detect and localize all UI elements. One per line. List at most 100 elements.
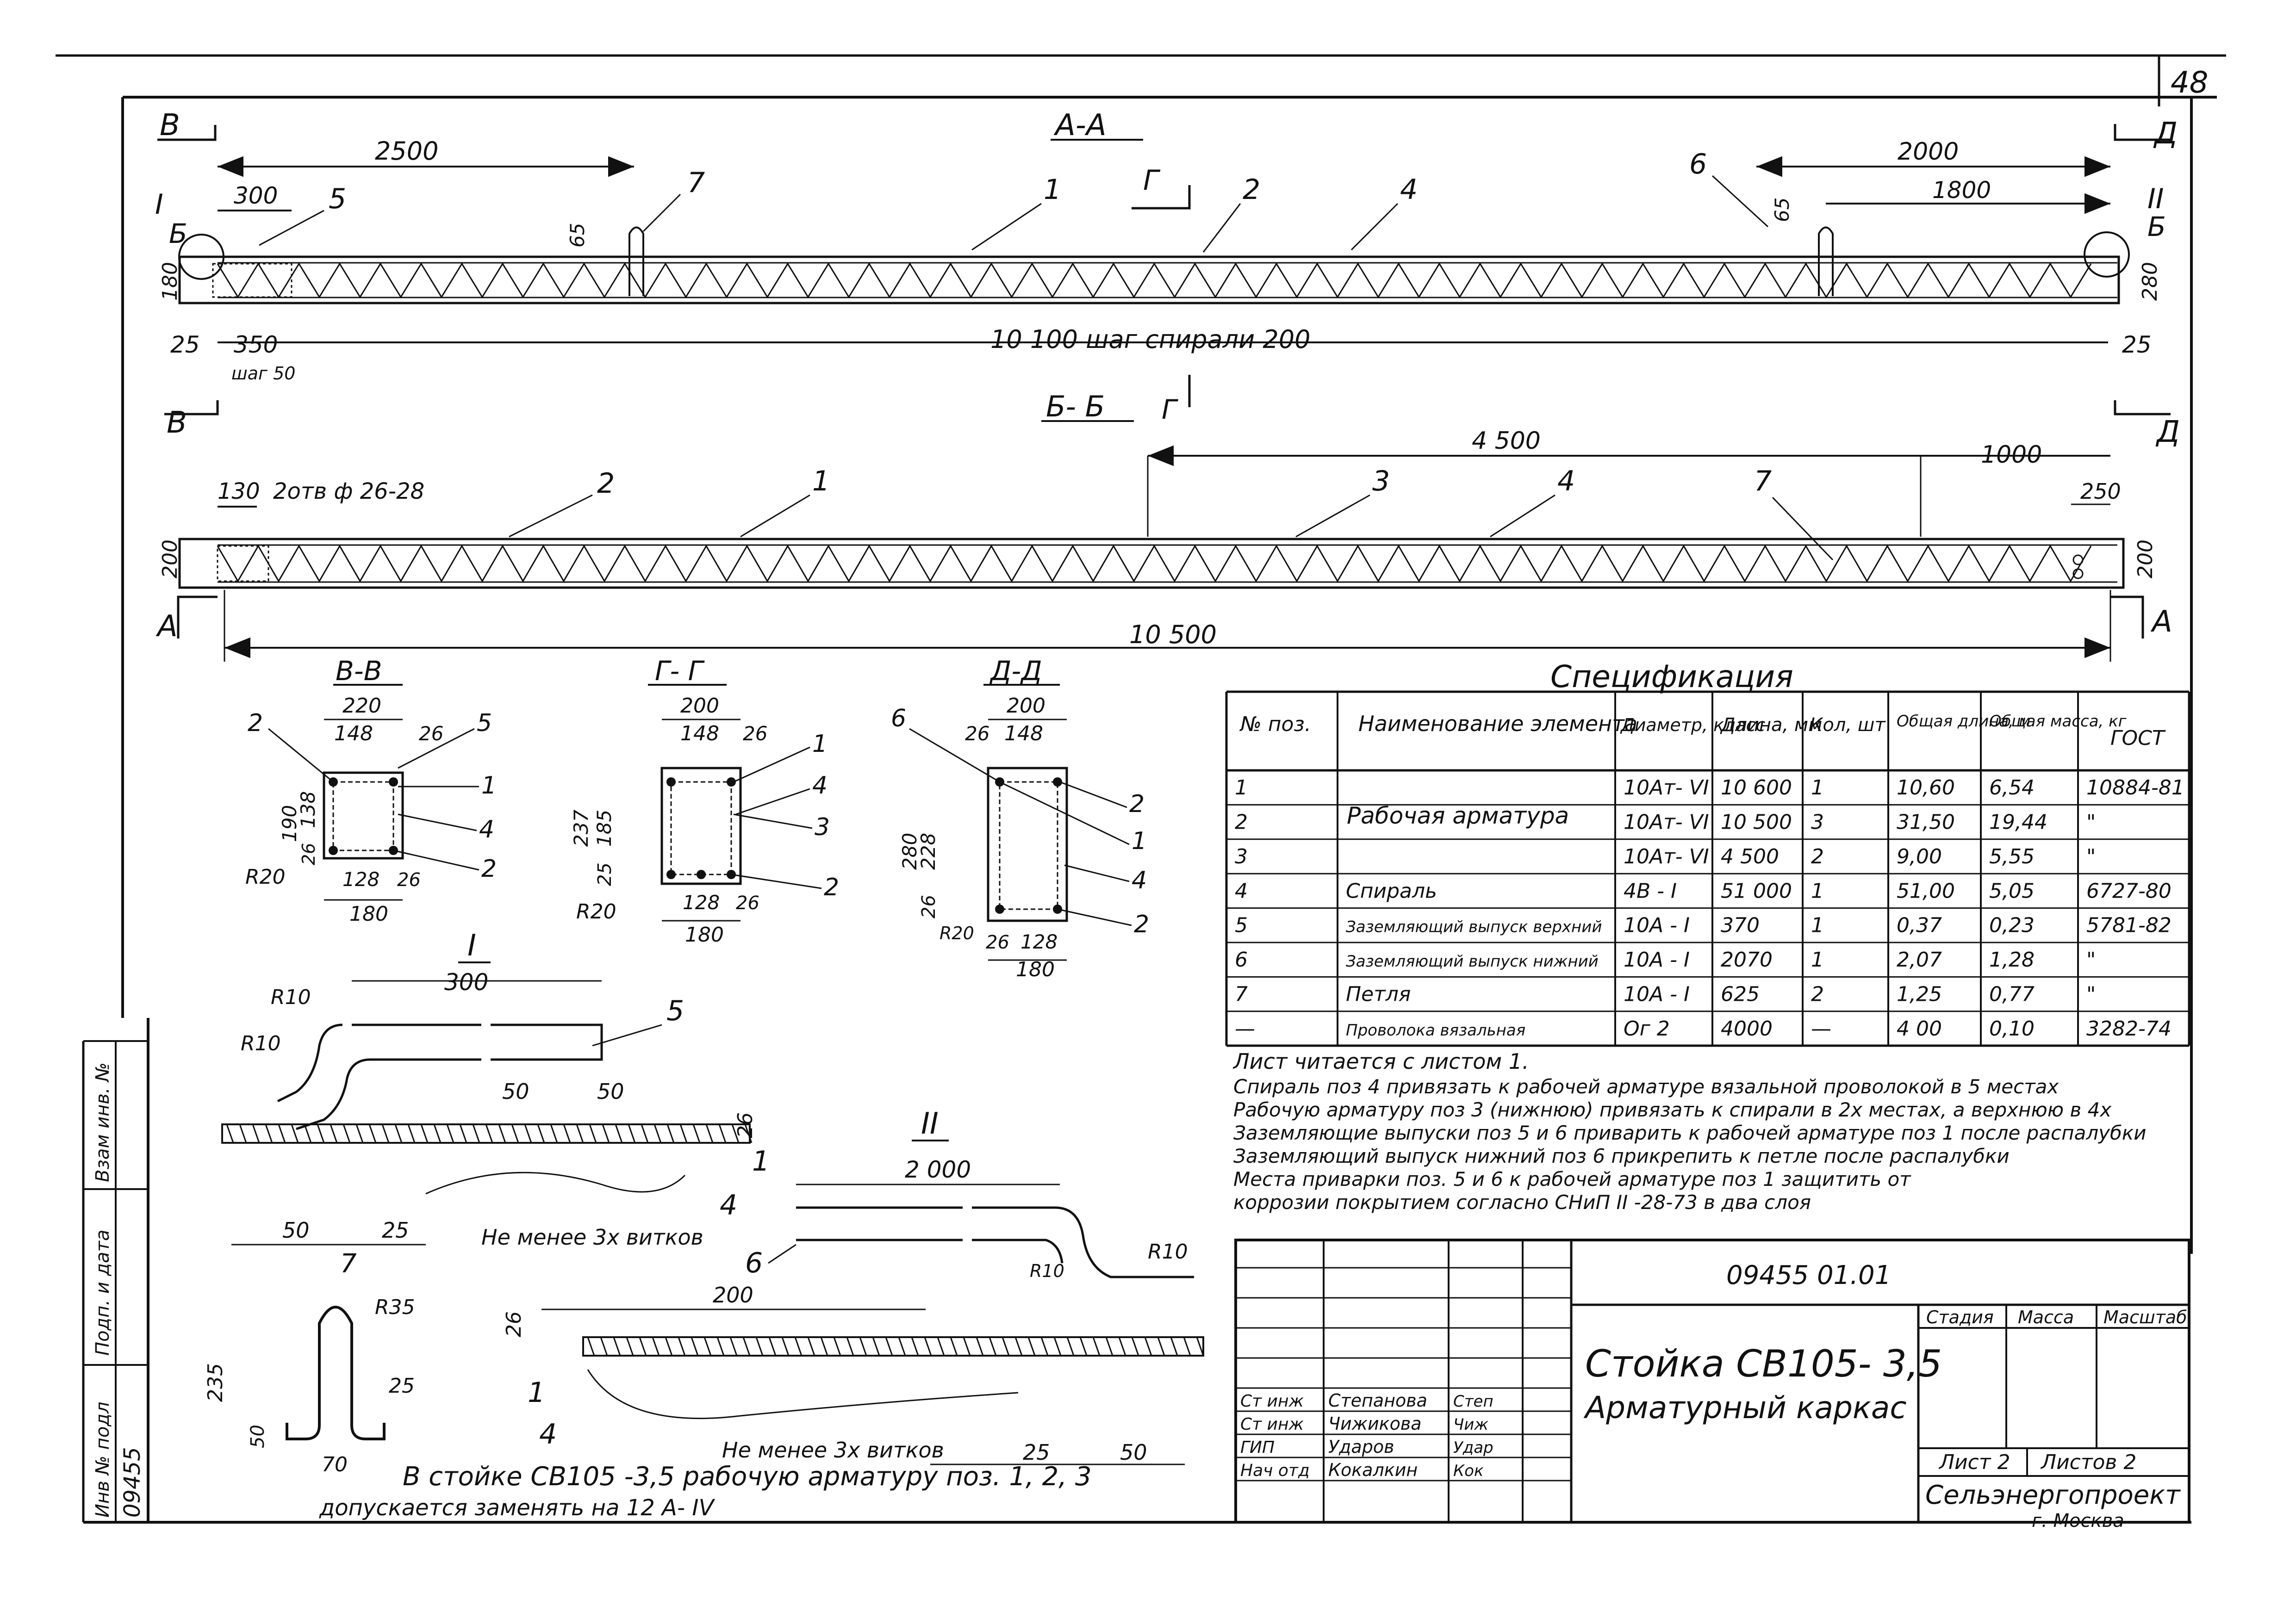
sheet-number: 48 — [2171, 66, 2208, 100]
loop-dim-50: 50 — [247, 1425, 268, 1448]
spec-cell-r3-c7: 6727-80 — [2086, 879, 2172, 903]
spec-group-label: Рабочая арматура — [1347, 802, 1569, 829]
detail-ii: II 2 000 R10 R10 6 200 26 1 4 Не менее 3… — [502, 1107, 1204, 1465]
spec-cell-r5-c7: " — [2086, 948, 2096, 972]
org-name: Сельэнергопроект — [1925, 1480, 2181, 1510]
dim-280-dd: 280 — [898, 833, 921, 870]
holes-label: 2отв ф 26-28 — [273, 478, 424, 504]
note-6: коррозии покрытием согласно СНиП II -28-… — [1233, 1191, 1811, 1214]
spec-h-pos: № поз. — [1239, 713, 1311, 736]
spec-cell-r1-c4: 3 — [1811, 810, 1824, 834]
spec-cell-r0-c5: 10,60 — [1897, 776, 1955, 800]
section-dd: Д-Д 200 26 148 280 228 26 R20 26 128 180… — [891, 655, 1149, 981]
note-0: Лист читается с листом 1. — [1232, 1049, 1529, 1074]
svg-text:6: 6 — [1689, 148, 1707, 180]
detail-i-dim-25: 25 — [382, 1218, 409, 1243]
spec-cell-r7-c2: Ог 2 — [1624, 1017, 1670, 1041]
callout-i-label: I — [155, 188, 163, 221]
dim-26-gg: 26 — [743, 722, 767, 745]
stamp-inv-orig: Инв № подл — [92, 1401, 113, 1518]
svg-text:2: 2 — [248, 709, 263, 737]
stamp-inv-number: 09455 — [119, 1447, 145, 1518]
dim-25-left: 25 — [170, 331, 200, 358]
spec-cell-r4-c6: 0,23 — [1989, 914, 2035, 937]
dim-2000: 2000 — [1898, 138, 1959, 166]
spec-cell-r4-c1: Заземляющий выпуск верхний — [1346, 918, 1602, 936]
spec-cell-r6-c0: 7 — [1235, 982, 1248, 1006]
spec-title: Спецификация — [1550, 659, 1793, 694]
svg-text:2: 2 — [1134, 911, 1149, 938]
spec-cell-r6-c7: " — [2086, 982, 2096, 1006]
spec-cell-r2-c2: 10Ат- VI — [1624, 845, 1709, 868]
svg-text:4: 4 — [812, 772, 828, 800]
mark-b-left: Б — [169, 218, 187, 249]
spec-cell-r4-c4: 1 — [1811, 914, 1824, 937]
dim-4500: 4 500 — [1472, 427, 1541, 455]
col-scale: Масштаб — [2103, 1307, 2187, 1327]
spec-cell-r7-c6: 0,10 — [1989, 1017, 2035, 1041]
spec-cell-r7-c7: 3282-74 — [2086, 1017, 2172, 1041]
spec-cell-r5-c6: 1,28 — [1989, 948, 2035, 972]
dim-65-right: 65 — [1771, 198, 1793, 222]
col-stage: Стадия — [1926, 1307, 1994, 1327]
title-block: 09455 01.01 Стойка СВ105- 3,5 Арматурный… — [1234, 1239, 2190, 1531]
spec-h-tlen: Общая длина, м — [1897, 712, 2031, 731]
dim-190-vv: 190 — [278, 805, 301, 842]
note-2: Рабочую арматуру поз 3 (нижнюю) привязат… — [1233, 1098, 2112, 1121]
r20-dd: R20 — [940, 923, 974, 943]
dim-185: 185 — [593, 810, 616, 847]
sheet-frame — [56, 54, 2226, 1524]
spec-cell-r3-c1: Спираль — [1346, 879, 1437, 903]
dim-180-vv: 180 — [349, 902, 388, 926]
detail-ii-title: II — [921, 1107, 939, 1141]
spec-cell-r1-c0: 2 — [1235, 810, 1248, 834]
spec-cell-r7-c3: 4000 — [1721, 1017, 1773, 1041]
sheets-total: Листов 2 — [2040, 1451, 2136, 1474]
loop-dim-25: 25 — [389, 1374, 415, 1398]
dim-2500: 2500 — [375, 136, 438, 166]
detail-ii-rebar — [582, 1336, 1204, 1357]
dim-1000: 1000 — [1981, 441, 2042, 469]
dim-250: 250 — [2080, 479, 2121, 504]
callout-ii-label: II — [2147, 183, 2164, 215]
svg-text:7: 7 — [1754, 465, 1772, 497]
mark-b-right: Б — [2147, 211, 2166, 242]
staff-role-0: Ст инж — [1240, 1392, 1304, 1411]
note-4: Заземляющий выпуск нижний поз 6 прикрепи… — [1233, 1145, 2010, 1167]
detail-i-dim-300: 300 — [444, 969, 488, 996]
svg-text:6: 6 — [891, 705, 906, 732]
dim-228: 228 — [917, 833, 940, 870]
spec-cell-r2-c0: 3 — [1235, 845, 1248, 868]
aa-position-leaders: 5 7 1 2 4 6 — [259, 148, 1769, 253]
dim-200-gg: 200 — [680, 694, 719, 718]
section-gg: Г- Г 200 148 26 237 185 25 R20 128 26 18… — [570, 655, 839, 947]
detail-i-dim-50a: 50 — [502, 1079, 529, 1104]
dim-26b-gg: 26 — [736, 893, 759, 914]
svg-text:5: 5 — [666, 995, 684, 1027]
svg-text:5: 5 — [477, 709, 492, 737]
spec-cell-r4-c7: 5781-82 — [2086, 914, 2172, 937]
spec-cell-r4-c0: 5 — [1235, 914, 1248, 937]
spec-h-len: Длина, мм — [1720, 714, 1822, 736]
spec-cell-r1-c2: 10Ат- VI — [1624, 810, 1709, 834]
svg-text:2: 2 — [824, 874, 839, 901]
staff-sign-1: Чиж — [1453, 1415, 1488, 1434]
svg-text:2: 2 — [481, 855, 497, 883]
dim-180-gg: 180 — [685, 923, 724, 947]
spec-cell-r6-c2: 10А - I — [1624, 982, 1690, 1006]
dim-148-dd: 148 — [1004, 722, 1043, 745]
dim-200-bb-left: 200 — [158, 539, 182, 578]
staff-name-1: Чижикова — [1328, 1414, 1422, 1434]
svg-text:1: 1 — [528, 1376, 545, 1409]
svg-text:2: 2 — [1243, 174, 1260, 206]
note-3: Заземляющие выпуски поз 5 и 6 приварить … — [1233, 1122, 2147, 1144]
spec-cell-r0-c3: 10 600 — [1721, 776, 1792, 800]
spec-cell-r5-c0: 6 — [1235, 948, 1248, 972]
mark-v-bottom: В — [167, 406, 187, 440]
staff-role-2: ГИП — [1240, 1438, 1275, 1457]
svg-text:7: 7 — [340, 1249, 357, 1279]
dim-280-aa: 280 — [2138, 262, 2162, 301]
spec-h-name: Наименование элемента — [1358, 711, 1637, 736]
spec-cell-r0-c0: 1 — [1235, 776, 1248, 800]
